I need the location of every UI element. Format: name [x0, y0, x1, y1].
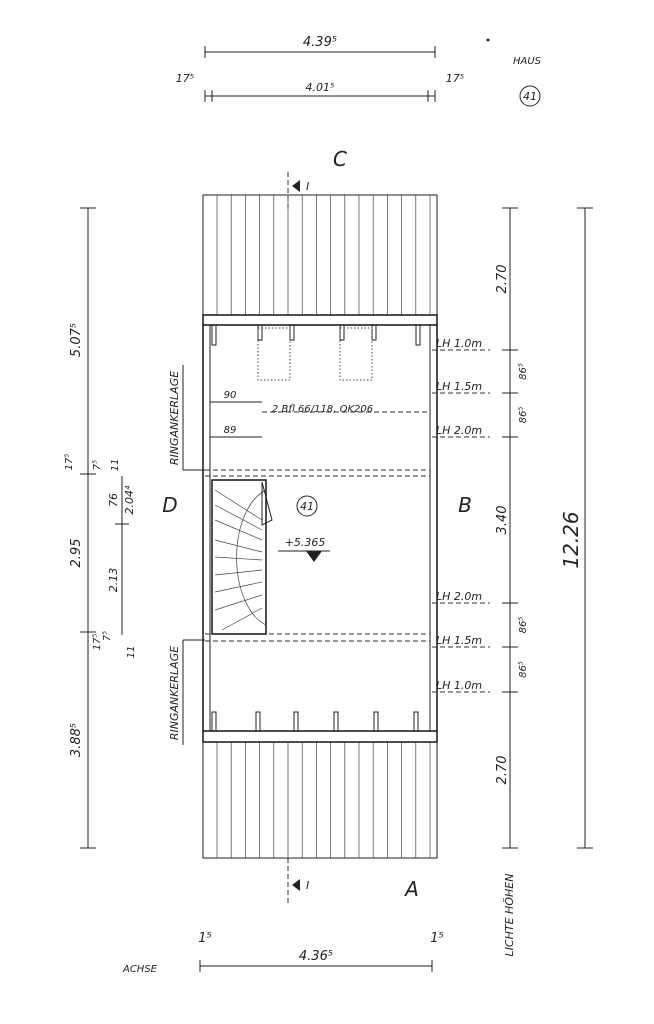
svg-text:17⁵: 17⁵ [64, 454, 75, 471]
staircase [211, 479, 273, 635]
svg-text:2.04⁴: 2.04⁴ [123, 485, 136, 514]
room-number: 41 [300, 500, 314, 513]
svg-text:7⁵: 7⁵ [92, 460, 103, 470]
clear-height-segment: 86⁵ [518, 407, 529, 424]
haus-label: HAUS [513, 56, 542, 67]
achse-label: ACHSE [122, 964, 158, 975]
svg-text:11: 11 [110, 459, 121, 472]
clear-height-chain: LICHTE HÖHEN LH 1.0m LH 1.5m LH 2.0m LH 2.0… [432, 207, 529, 957]
rafter-stubs [211, 324, 421, 732]
axis-a: A [403, 877, 419, 901]
haus-number: 41 [523, 90, 537, 103]
dim-inner-width: 4.01⁵ [306, 81, 335, 94]
top-dimension-chain: 4.39⁵ 4.01⁵ 17⁵ 17⁵ [176, 35, 464, 102]
section-marker-bottom: I [287, 858, 309, 905]
clear-height-segment: 86⁵ [518, 363, 529, 380]
svg-text:4.36⁵: 4.36⁵ [299, 949, 333, 964]
dim-90: 90 [224, 390, 237, 401]
dim-overall-width: 4.39⁵ [303, 35, 337, 50]
clear-height-label: LH 1.0m [436, 337, 482, 350]
svg-text:1⁵: 1⁵ [198, 931, 211, 946]
clear-height-segment: 2.70 [495, 756, 510, 785]
clear-height-label: LH 1.5m [436, 634, 482, 647]
axis-c: C [333, 147, 347, 171]
roof-bottom [202, 741, 438, 859]
svg-text:5.07⁵: 5.07⁵ [69, 323, 84, 357]
haus-number-circle [519, 85, 541, 107]
axis-d: D [162, 493, 177, 517]
left-dimension-chain: 5.07⁵ 2.95 3.88⁵ 17⁵ 7⁵ 11 76 2.04⁴ 2.13… [64, 207, 137, 849]
clear-height-segment: 86⁵ [518, 661, 529, 678]
svg-text:I: I [306, 879, 309, 892]
dim-left-wall: 17⁵ [176, 72, 194, 85]
clear-height-label: LH 2.0m [436, 590, 482, 603]
clear-height-label: LH 1.5m [436, 380, 482, 393]
clear-height-label: LH 1.0m [436, 679, 482, 692]
window-note: 2 Bfl 66/118, OK206 [272, 404, 373, 415]
skylights [257, 327, 373, 381]
ringanker-label-upper: RINGANKERLAGE [168, 371, 181, 465]
clear-heights-caption: LICHTE HÖHEN [503, 874, 516, 957]
dim-right-wall: 17⁵ [446, 72, 464, 85]
svg-text:12.26: 12.26 [559, 511, 583, 568]
clear-height-segment: 3.40 [495, 506, 510, 535]
roof-top [202, 194, 438, 316]
clear-height-segment: 2.70 [495, 265, 510, 294]
svg-text:3.88⁵: 3.88⁵ [69, 723, 84, 757]
level-marker-icon [306, 551, 322, 562]
bottom-dimension: ACHSE 4.36⁵ 1⁵ 1⁵ [122, 931, 444, 975]
svg-text:11: 11 [126, 646, 137, 659]
section-marker-top: I [287, 172, 309, 210]
svg-text:I: I [306, 180, 309, 193]
svg-text:2.13: 2.13 [107, 568, 120, 593]
ringanker-label-lower: RINGANKERLAGE [168, 646, 181, 740]
clear-height-segment: 86⁵ [518, 617, 529, 634]
svg-text:1⁵: 1⁵ [430, 931, 443, 946]
total-depth-dimension: 12.26 [559, 207, 593, 849]
svg-text:76: 76 [107, 493, 120, 507]
dim-89: 89 [224, 425, 237, 436]
clear-height-label: LH 2.0m [436, 424, 482, 437]
ringanker-lines [205, 411, 430, 642]
svg-text:2.95: 2.95 [69, 539, 84, 568]
walls [202, 314, 438, 743]
level-elevation: +5.365 [285, 536, 326, 549]
svg-text:17⁵: 17⁵ [92, 634, 103, 651]
svg-text:7⁵: 7⁵ [102, 631, 113, 641]
axis-b: B [458, 493, 472, 517]
